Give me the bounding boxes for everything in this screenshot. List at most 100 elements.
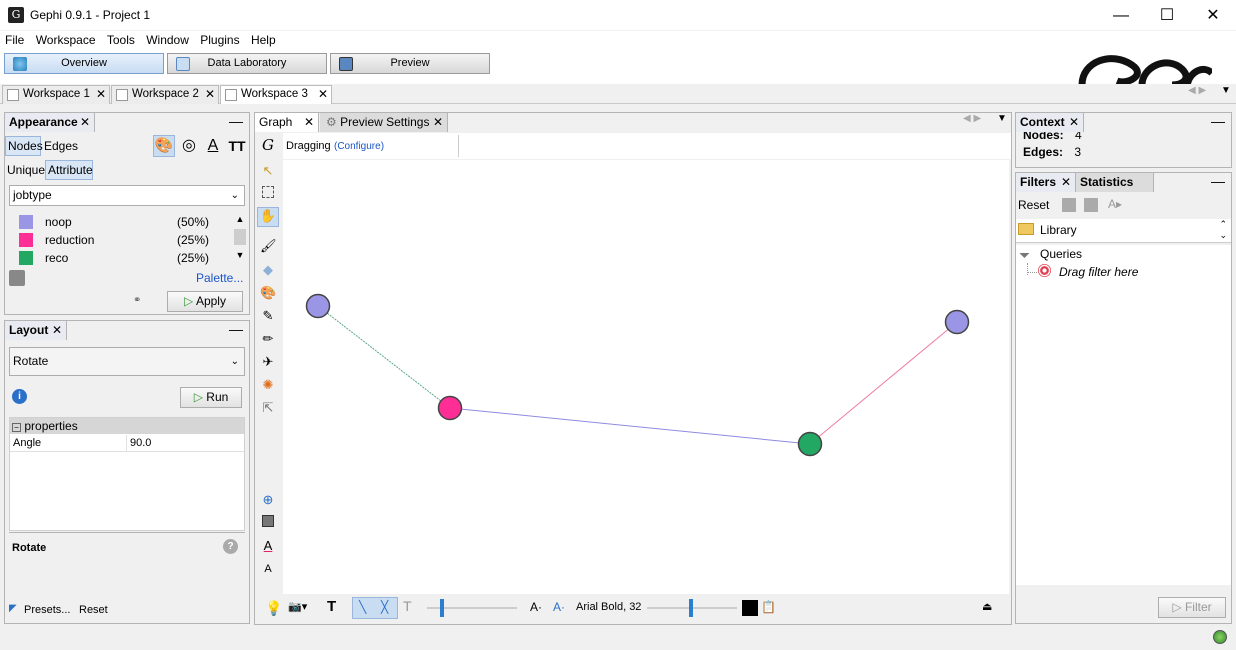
auto-refresh-icon[interactable]: A▸ — [1108, 197, 1123, 211]
minimize-panel-icon[interactable]: — — [1211, 113, 1225, 129]
preview-button[interactable]: Preview — [330, 53, 490, 74]
drag-hand-icon[interactable]: ✋ — [257, 207, 279, 227]
edge[interactable] — [317, 305, 451, 409]
properties-section-header[interactable]: − properties — [10, 418, 244, 434]
scroll-arrows-icon[interactable]: ⌃⌄ — [1219, 219, 1227, 240]
slider-thumb[interactable] — [689, 599, 693, 617]
center-graph-icon[interactable]: ⊕ — [262, 492, 274, 507]
tab-filters[interactable]: Filters ✕ — [1016, 173, 1076, 192]
tab-workspace-2[interactable]: Workspace 2 ✕ — [111, 85, 219, 104]
link-icon[interactable]: ⚭ — [133, 295, 142, 306]
node-noop[interactable] — [305, 293, 331, 319]
heat-map-icon[interactable]: ✺ — [262, 377, 274, 392]
tab-unique[interactable]: Unique — [7, 163, 46, 177]
layout-algorithm-dropdown[interactable]: Rotate ⌄ — [9, 347, 245, 376]
color-swatch[interactable] — [19, 215, 33, 229]
run-button[interactable]: ▷ Run — [180, 387, 242, 408]
export-filter-icon[interactable] — [1084, 198, 1098, 212]
font-size-up-icon[interactable]: A· — [553, 600, 565, 614]
close-icon[interactable]: ✕ — [95, 87, 106, 101]
list-item[interactable]: reco (25%) — [15, 250, 229, 266]
graph-canvas[interactable] — [283, 160, 1009, 594]
close-window-button[interactable]: ✕ — [1206, 7, 1220, 24]
node-noop[interactable] — [944, 309, 970, 335]
close-icon[interactable]: ✕ — [204, 87, 215, 101]
eject-icon[interactable]: ⏏ — [982, 601, 993, 613]
edge-pencil-icon[interactable]: ✏ — [262, 331, 274, 346]
font-selector[interactable]: Arial Bold, 32 — [576, 601, 642, 613]
apply-button[interactable]: ▷ Apply — [167, 291, 243, 312]
tab-appearance[interactable]: Appearance ✕ — [5, 113, 95, 132]
minimize-panel-icon[interactable]: — — [229, 321, 243, 337]
tab-scroll-arrows[interactable]: ◀ ▶ — [963, 113, 982, 124]
node-reduction[interactable] — [437, 395, 463, 421]
rectangle-select-icon[interactable] — [262, 186, 274, 198]
edge[interactable] — [449, 407, 811, 445]
menu-window[interactable]: Window — [146, 33, 189, 47]
help-icon[interactable]: ? — [223, 539, 238, 554]
close-icon[interactable]: ✕ — [317, 87, 328, 101]
close-icon[interactable]: ✕ — [79, 115, 90, 129]
list-item[interactable]: reduction (25%) — [15, 232, 229, 248]
label-size-icon[interactable]: A — [264, 563, 272, 575]
table-row[interactable]: Angle 90.0 — [10, 435, 244, 452]
slider-thumb[interactable] — [440, 599, 444, 617]
color-swatch[interactable] — [19, 251, 33, 265]
list-item[interactable]: noop (50%) — [15, 214, 229, 230]
menu-plugins[interactable]: Plugins — [200, 33, 240, 47]
tab-list-dropdown-icon[interactable]: ▼ — [997, 113, 1007, 124]
reset-layout-button[interactable]: Reset — [79, 604, 108, 616]
close-icon[interactable]: ✕ — [1068, 115, 1079, 129]
tab-layout[interactable]: Layout ✕ — [5, 321, 67, 340]
lightbulb-icon[interactable]: 💡 — [265, 600, 283, 616]
size-icon[interactable]: ◎ — [182, 137, 196, 154]
airplane-icon[interactable]: ✈ — [262, 354, 274, 369]
close-icon[interactable]: ✕ — [432, 115, 443, 129]
painter-icon[interactable]: 🖌 — [260, 238, 277, 253]
palette-color-icon[interactable]: 🎨 — [153, 135, 175, 157]
tab-scroll-arrows[interactable]: ◀ ▶ — [1188, 85, 1207, 96]
edge-scale-slider[interactable] — [427, 607, 517, 609]
tab-edges[interactable]: Edges — [44, 139, 79, 153]
minimize-button[interactable]: — — [1113, 7, 1129, 24]
close-icon[interactable]: ✕ — [1060, 175, 1071, 189]
menu-help[interactable]: Help — [250, 33, 276, 47]
node-label-icon[interactable]: T — [403, 598, 412, 614]
overview-button[interactable]: Overview — [4, 53, 164, 74]
selection-arrow-icon[interactable]: ↖ — [262, 163, 274, 178]
presets-button[interactable]: Presets... — [24, 604, 71, 616]
angle-value-field[interactable]: 90.0 — [130, 437, 152, 449]
diamond-icon[interactable]: ◆ — [263, 262, 273, 277]
edge[interactable] — [809, 321, 958, 445]
menu-file[interactable]: File — [5, 33, 25, 47]
menu-workspace[interactable]: Workspace — [35, 33, 96, 47]
tab-workspace-3[interactable]: Workspace 3 ✕ — [220, 85, 332, 104]
label-color-icon[interactable]: A — [263, 538, 273, 553]
background-color-icon[interactable] — [262, 515, 274, 527]
graph-svg[interactable] — [283, 160, 1009, 594]
shortest-path-icon[interactable]: ⇱ — [262, 400, 274, 415]
minimize-panel-icon[interactable]: — — [1211, 173, 1225, 189]
reset-filters-button[interactable]: Reset — [1018, 198, 1050, 212]
pencil-icon[interactable]: ✎ — [262, 308, 274, 323]
tab-context[interactable]: Context ✕ — [1016, 113, 1084, 132]
screenshot-icon[interactable]: 📷▾ — [288, 601, 308, 613]
info-icon[interactable]: i — [12, 389, 27, 404]
label-color-picker[interactable] — [742, 600, 758, 616]
clipboard-icon[interactable]: 📋 — [761, 600, 776, 614]
stack-icon[interactable] — [9, 270, 25, 286]
library-row[interactable]: Library ⌃⌄ — [1016, 219, 1231, 243]
font-size-down-icon[interactable]: A· — [530, 600, 542, 614]
label-color-icon[interactable]: A — [207, 137, 219, 154]
tab-statistics[interactable]: Statistics — [1076, 173, 1154, 192]
attribute-dropdown[interactable]: jobtype ⌄ — [9, 185, 245, 206]
node-reco[interactable] — [797, 431, 823, 457]
label-size-icon[interactable]: TT — [228, 138, 246, 154]
close-icon[interactable]: ✕ — [303, 115, 314, 129]
tab-attribute[interactable]: Attribute — [45, 160, 93, 180]
tab-preview-settings[interactable]: ⚙ Preview Settings ✕ — [320, 113, 448, 132]
close-icon[interactable]: ✕ — [51, 323, 62, 337]
list-scrollbar[interactable]: ▲▼ — [234, 214, 246, 260]
configure-link[interactable]: (Configure) — [334, 141, 385, 152]
menu-tools[interactable]: Tools — [106, 33, 135, 47]
